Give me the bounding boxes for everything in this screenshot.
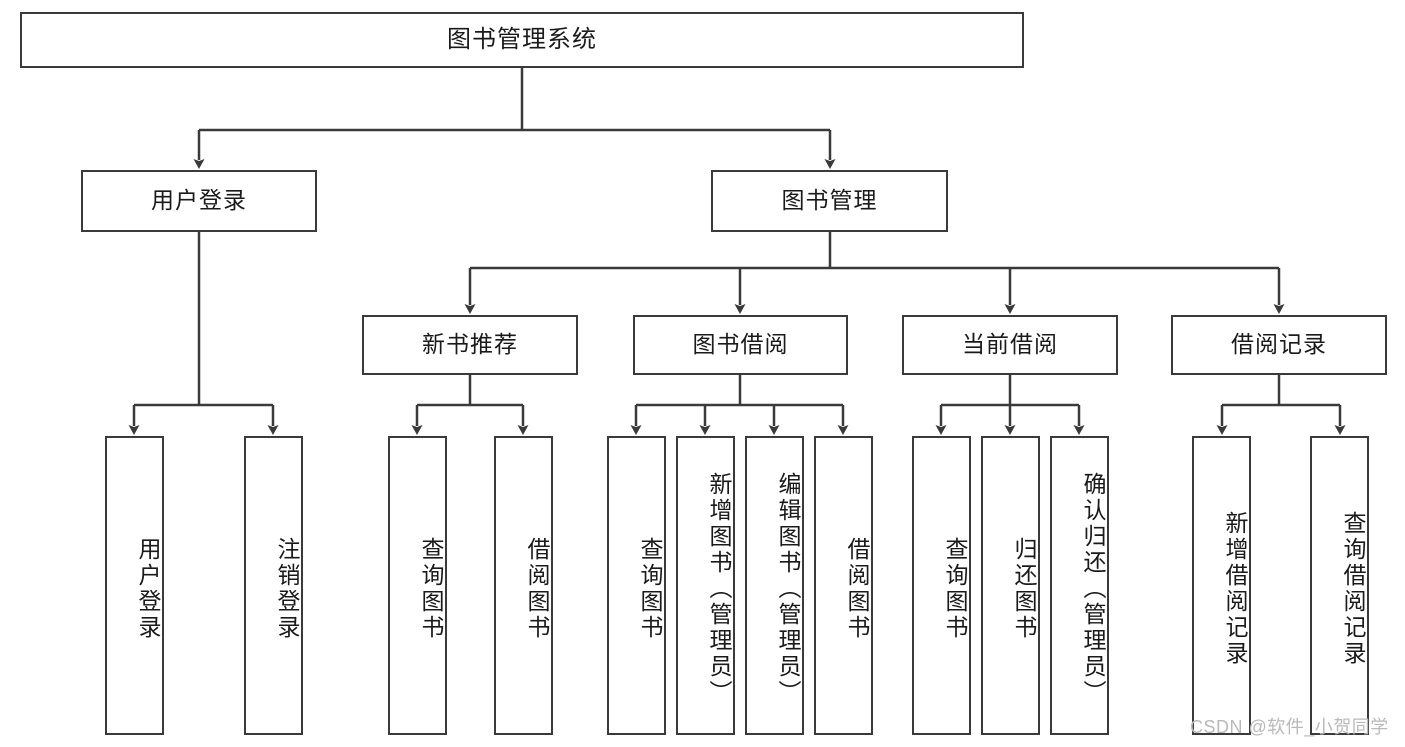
- node-leaf-borrow-book-1-label: 借阅图书: [524, 536, 550, 641]
- node-leaf-query-book-2[interactable]: 查询图书: [607, 436, 666, 735]
- node-borrow-record[interactable]: 借阅记录: [1171, 315, 1387, 375]
- node-leaf-confirm-return-label: 确认归还（管理员）: [1080, 471, 1106, 706]
- node-leaf-query-book-3[interactable]: 查询图书: [912, 436, 971, 735]
- node-leaf-add-record-label: 新增借阅记录: [1222, 510, 1248, 667]
- node-leaf-logout-login-label: 注销登录: [274, 536, 300, 641]
- node-root-system[interactable]: 图书管理系统: [20, 12, 1024, 68]
- node-leaf-add-book-label: 新增图书（管理员）: [706, 471, 732, 706]
- node-leaf-add-record[interactable]: 新增借阅记录: [1192, 436, 1251, 735]
- node-current-borrow-label: 当前借阅: [962, 331, 1058, 358]
- node-current-borrow[interactable]: 当前借阅: [902, 315, 1118, 375]
- node-leaf-borrow-book-2-label: 借阅图书: [844, 536, 870, 641]
- node-leaf-query-book-3-label: 查询图书: [942, 536, 968, 641]
- node-new-book-recommend-label: 新书推荐: [422, 331, 518, 358]
- csdn-watermark: CSDN @软件_小贺同学: [1190, 717, 1389, 737]
- node-leaf-query-book-1[interactable]: 查询图书: [388, 436, 447, 735]
- node-new-book-recommend[interactable]: 新书推荐: [362, 315, 578, 375]
- node-leaf-user-login[interactable]: 用户登录: [105, 436, 164, 735]
- node-leaf-return-book[interactable]: 归还图书: [981, 436, 1040, 735]
- node-book-borrow-label: 图书借阅: [692, 331, 789, 358]
- node-leaf-logout-login[interactable]: 注销登录: [244, 436, 303, 735]
- node-root-system-label: 图书管理系统: [447, 25, 597, 53]
- node-leaf-edit-book-label: 编辑图书（管理员）: [775, 471, 801, 706]
- node-leaf-return-book-label: 归还图书: [1011, 536, 1037, 641]
- node-leaf-query-book-1-label: 查询图书: [418, 536, 444, 641]
- node-book-management-label: 图书管理: [781, 187, 878, 214]
- node-book-borrow[interactable]: 图书借阅: [633, 315, 848, 375]
- node-leaf-query-record-label: 查询借阅记录: [1340, 510, 1366, 667]
- node-leaf-edit-book[interactable]: 编辑图书（管理员）: [745, 436, 804, 735]
- node-leaf-query-record[interactable]: 查询借阅记录: [1310, 436, 1369, 735]
- node-borrow-record-label: 借阅记录: [1231, 331, 1327, 358]
- node-leaf-borrow-book-1[interactable]: 借阅图书: [494, 436, 553, 735]
- node-leaf-query-book-2-label: 查询图书: [637, 536, 663, 641]
- node-leaf-confirm-return[interactable]: 确认归还（管理员）: [1050, 436, 1109, 735]
- node-leaf-borrow-book-2[interactable]: 借阅图书: [814, 436, 873, 735]
- node-user-login-label: 用户登录: [151, 187, 247, 214]
- node-leaf-user-login-label: 用户登录: [135, 536, 161, 641]
- node-user-login[interactable]: 用户登录: [81, 170, 317, 232]
- node-book-management[interactable]: 图书管理: [711, 170, 948, 232]
- node-leaf-add-book[interactable]: 新增图书（管理员）: [676, 436, 735, 735]
